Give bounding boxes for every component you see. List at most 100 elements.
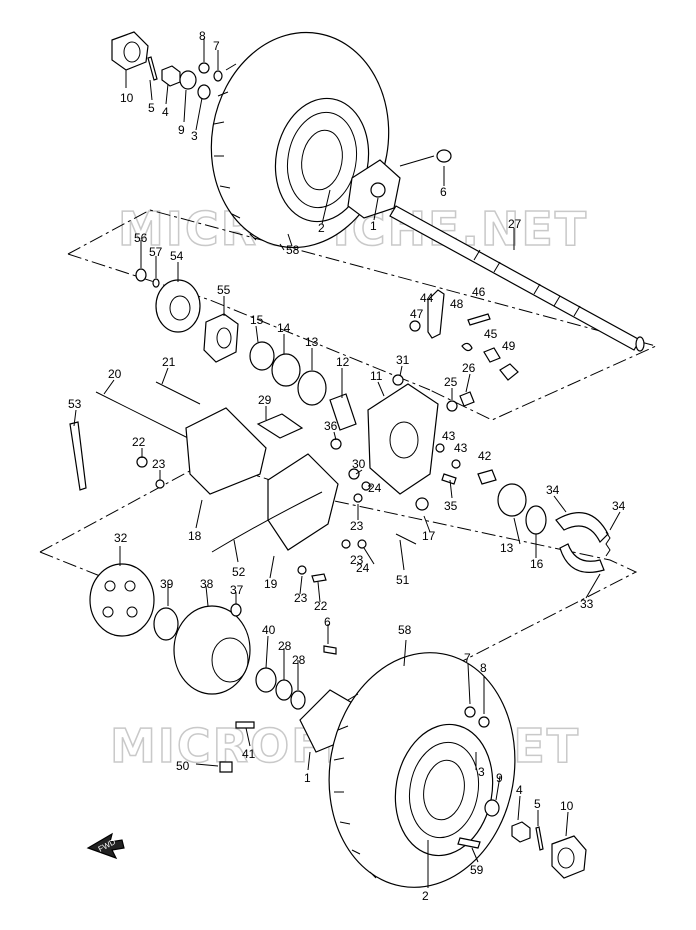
rear-axle-27 <box>389 205 645 352</box>
callout-20: 20 <box>108 367 122 381</box>
callout-46: 46 <box>472 285 486 299</box>
top-hub-knuckle <box>347 159 401 219</box>
callout-31: 31 <box>396 353 410 367</box>
callout-21: 21 <box>162 355 176 369</box>
callout-53: 53 <box>68 397 82 411</box>
bolt-30 <box>348 468 360 480</box>
callout-9b: 9 <box>496 771 503 785</box>
callout-10: 10 <box>120 91 134 105</box>
bottom-tire <box>328 652 516 888</box>
drum-cover-32 <box>89 563 155 637</box>
brake-cam-lever-44 <box>427 289 445 339</box>
callout-48: 48 <box>450 297 464 311</box>
callout-58: 58 <box>286 243 300 257</box>
leader-lines <box>73 38 621 888</box>
callout-57: 57 <box>149 245 163 259</box>
callout-3b: 3 <box>478 765 485 779</box>
callout-5: 5 <box>148 101 155 115</box>
callout-12: 12 <box>336 355 350 369</box>
washer-9 <box>179 70 197 90</box>
washer-23b <box>353 493 363 503</box>
callout-5b: 5 <box>534 797 541 811</box>
callout-24a: 24 <box>368 481 382 495</box>
bearing-14 <box>271 353 301 387</box>
callout-23c: 23 <box>350 553 364 567</box>
washer-43a <box>435 443 445 453</box>
callout-30: 30 <box>352 457 366 471</box>
valve-59 <box>457 837 481 849</box>
callout-36: 36 <box>324 419 338 433</box>
callout-42: 42 <box>478 449 492 463</box>
seal-16 <box>525 505 547 535</box>
callout-27: 27 <box>508 217 522 231</box>
callout-16: 16 <box>530 557 544 571</box>
callout-51: 51 <box>396 573 410 587</box>
bearing-28b <box>290 690 306 710</box>
washer-36 <box>330 438 342 450</box>
callout-32: 32 <box>114 531 128 545</box>
callout-2: 2 <box>318 221 325 235</box>
callout-50: 50 <box>176 759 190 773</box>
seal-40 <box>255 667 277 693</box>
nut-4-bottom <box>511 821 531 843</box>
callout-17: 17 <box>422 529 436 543</box>
callout-59: 59 <box>470 863 484 877</box>
callout-6b: 6 <box>324 615 331 629</box>
callout-45: 45 <box>484 327 498 341</box>
callout-13b: 13 <box>500 541 514 555</box>
callout-2b: 2 <box>422 889 429 903</box>
bearing-13 <box>297 370 327 406</box>
nut-24b <box>357 539 367 549</box>
callout-58b: 58 <box>398 623 412 637</box>
bolt-22a <box>136 456 148 468</box>
upper-group-outline <box>67 209 658 421</box>
seal-15 <box>249 341 275 371</box>
middle-group-outline <box>39 459 638 691</box>
brake-drum-38 <box>173 605 251 695</box>
bearing-28a <box>275 679 293 701</box>
bolt-6 <box>399 149 452 167</box>
washer-57 <box>152 278 160 288</box>
callout-4b: 4 <box>516 783 523 797</box>
callout-38: 38 <box>200 577 214 591</box>
nut-8-bottom <box>478 716 490 728</box>
bolt-50 <box>219 761 233 773</box>
callout-8b: 8 <box>480 661 487 675</box>
washer-7 <box>213 70 223 82</box>
nut-47 <box>409 320 421 332</box>
bolt-20 <box>95 391 197 443</box>
callout-54: 54 <box>170 249 184 263</box>
callout-34a: 34 <box>612 499 626 513</box>
callout-1b: 1 <box>304 771 311 785</box>
cover-29 <box>256 413 304 439</box>
callout-40: 40 <box>262 623 276 637</box>
washer-43b <box>451 459 461 469</box>
bolt-21 <box>155 381 201 405</box>
callout-15: 15 <box>250 313 264 327</box>
rod-51 <box>395 533 417 545</box>
callout-7: 7 <box>213 39 220 53</box>
callout-18: 18 <box>188 529 202 543</box>
callout-43a: 43 <box>442 429 456 443</box>
washer-23a <box>155 479 165 489</box>
cotter-pin-5 <box>147 56 158 81</box>
nut-4 <box>161 65 181 87</box>
bracket-49 <box>499 363 519 381</box>
callout-39: 39 <box>160 577 174 591</box>
callout-13: 13 <box>305 335 319 349</box>
callout-26: 26 <box>462 361 476 375</box>
grommet-17 <box>415 497 429 511</box>
callout-10b: 10 <box>560 799 574 813</box>
bearing-13-right <box>497 483 527 517</box>
spring-34 <box>605 531 611 557</box>
callout-22b: 22 <box>314 599 328 613</box>
hose-clamp-53 <box>69 421 87 491</box>
callout-14: 14 <box>277 321 291 335</box>
washer-3 <box>197 84 211 100</box>
callout-3: 3 <box>191 129 198 143</box>
bolt-46 <box>467 313 491 326</box>
callout-29: 29 <box>258 393 272 407</box>
callout-22a: 22 <box>132 435 146 449</box>
callout-47: 47 <box>410 307 424 321</box>
top-cap-10 <box>111 31 149 71</box>
